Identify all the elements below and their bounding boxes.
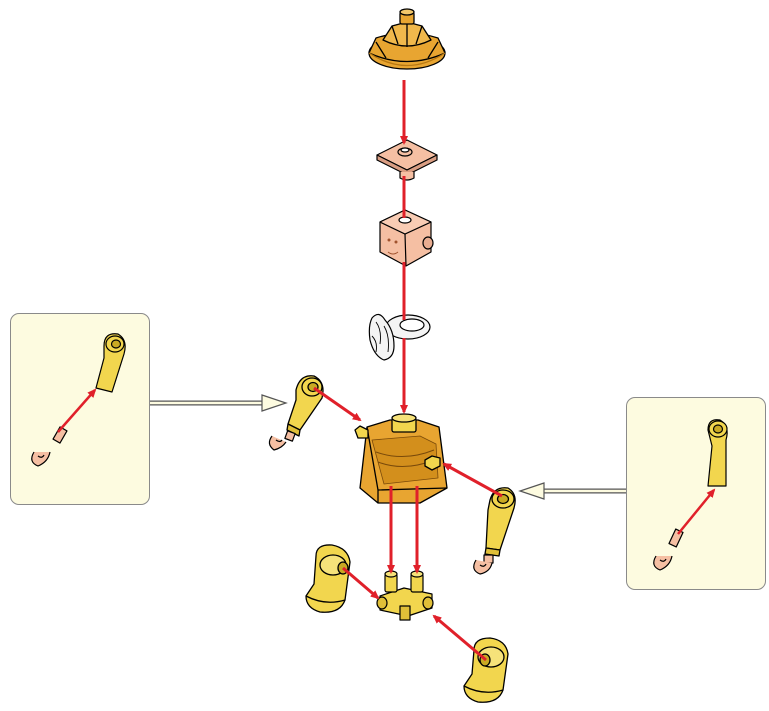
head bbox=[379, 209, 434, 267]
left-leg bbox=[305, 544, 351, 613]
torso bbox=[354, 413, 448, 504]
callout-left-subassembly bbox=[10, 313, 150, 505]
callout-left-hand bbox=[31, 426, 68, 467]
left-hand bbox=[268, 430, 296, 451]
headdress bbox=[368, 8, 446, 70]
callout-pointer-left bbox=[150, 394, 288, 412]
hip-piece bbox=[376, 570, 434, 621]
right-hand bbox=[473, 554, 494, 575]
callout-right-hand bbox=[653, 528, 684, 571]
arrow-right-arm-to-torso bbox=[442, 462, 503, 498]
neck-collar-plate bbox=[376, 139, 438, 181]
arrow-left-arm-to-torso bbox=[313, 386, 362, 422]
assembly-arrows bbox=[313, 80, 503, 662]
right-arm bbox=[484, 487, 516, 557]
right-leg bbox=[463, 637, 509, 703]
arrow-left-leg-to-hip bbox=[342, 566, 380, 600]
callout-left-arm bbox=[95, 333, 126, 393]
callout-left-arrow bbox=[57, 388, 97, 433]
callout-pointer-right bbox=[518, 482, 626, 500]
arrow-right-leg-to-hip bbox=[432, 614, 487, 662]
callout-right-arrow bbox=[677, 488, 716, 535]
callout-right-arm bbox=[707, 419, 728, 487]
beard bbox=[368, 313, 431, 361]
callout-right-subassembly bbox=[626, 397, 766, 590]
left-arm bbox=[286, 375, 324, 437]
